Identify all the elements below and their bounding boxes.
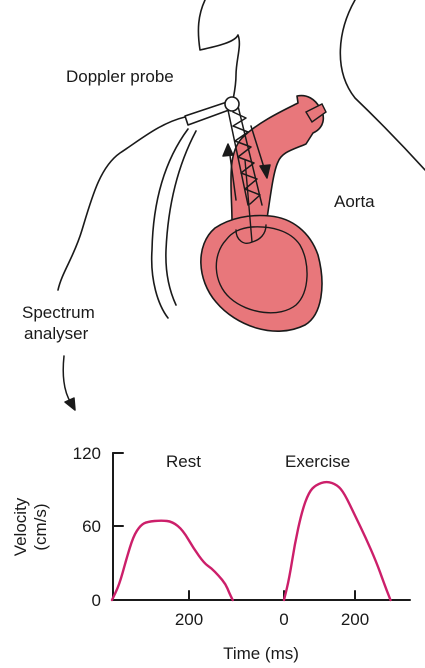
x-tick-label-exercise-200: 200	[341, 610, 369, 629]
y-tick-label-60: 60	[82, 517, 101, 536]
analyser-arrowhead	[65, 398, 75, 410]
probe-tip	[225, 97, 239, 111]
velocity-graph: 120 60 0 200 0 200 Time (ms) Velocity (c…	[11, 444, 410, 663]
x-tick-label-exercise-0: 0	[279, 610, 288, 629]
rest-label: Rest	[166, 452, 201, 471]
aorta-label: Aorta	[334, 192, 375, 211]
analyser-arrow-line	[63, 356, 71, 403]
rest-velocity-curve	[112, 521, 233, 600]
return-arrowhead	[223, 144, 233, 156]
y-axis-label-line2: (cm/s)	[31, 503, 50, 550]
y-axis-label-line1: Velocity	[11, 497, 30, 556]
x-tick-label-rest-200: 200	[175, 610, 203, 629]
probe-cable-inner	[166, 131, 196, 305]
heart-and-aorta	[201, 96, 326, 332]
exercise-velocity-curve	[284, 482, 391, 600]
exercise-label: Exercise	[285, 452, 350, 471]
y-tick-label-0: 0	[92, 591, 101, 610]
analyser-label: analyser	[24, 324, 89, 343]
y-tick-label-120: 120	[73, 444, 101, 463]
neck-back-outline	[340, 0, 425, 170]
probe-body	[185, 102, 229, 125]
doppler-probe-label: Doppler probe	[66, 67, 174, 86]
graph-axes	[113, 453, 410, 600]
heart	[201, 216, 322, 332]
spectrum-label: Spectrum	[22, 303, 95, 322]
analyser-arrow	[63, 356, 75, 410]
chin-jaw-outline	[198, 0, 239, 106]
x-axis-label: Time (ms)	[223, 644, 299, 663]
